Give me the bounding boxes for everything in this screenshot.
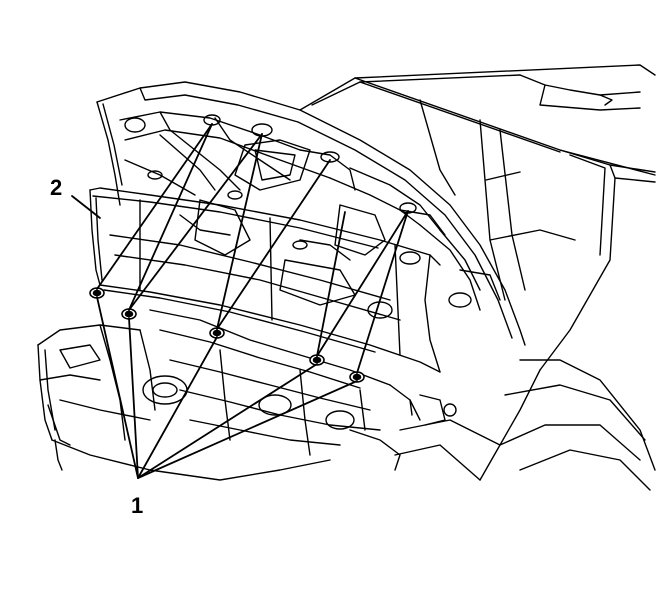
leader-upper-c	[216, 133, 263, 330]
callout-label-2: 2	[50, 175, 63, 200]
leader-upper-a	[96, 123, 213, 290]
leader-upper-g	[316, 211, 346, 357]
hood-panel	[96, 81, 526, 346]
leader-upper-b	[128, 133, 263, 311]
leader-1c	[137, 336, 218, 479]
leader-1d	[137, 363, 318, 479]
callout-label-1: 1	[131, 493, 144, 518]
leader-upper-f	[356, 210, 409, 374]
leader-1a	[96, 296, 139, 479]
vehicle-body	[299, 64, 656, 491]
leader-2	[71, 195, 101, 219]
leader-upper-d	[216, 159, 331, 330]
leader-upper-h	[128, 123, 213, 311]
leader-upper-e	[316, 210, 409, 357]
leader-1b	[128, 317, 139, 479]
retainer-1	[89, 287, 105, 299]
leader-1e	[137, 380, 358, 479]
leader-lines	[71, 123, 409, 479]
retainers	[89, 287, 365, 383]
engine-compartment	[37, 309, 457, 481]
